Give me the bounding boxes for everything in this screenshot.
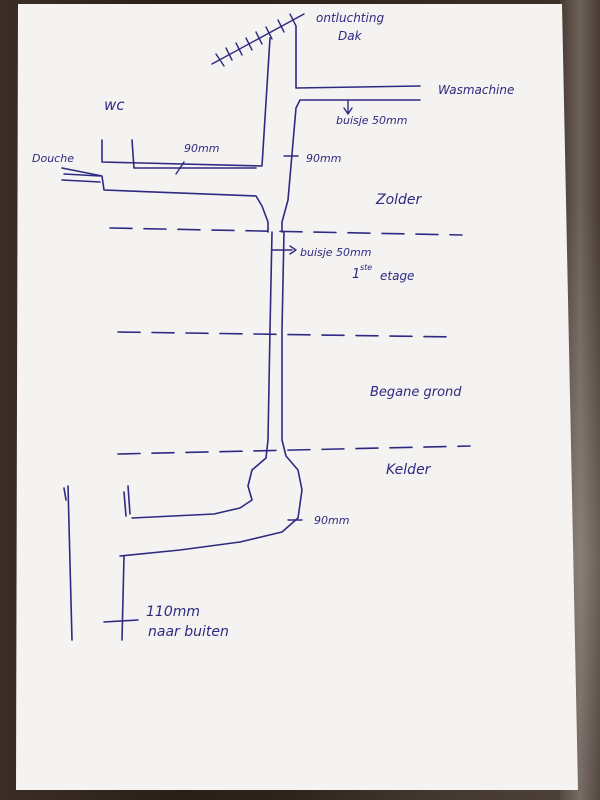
label-wasmachine: Wasmachine <box>438 83 514 97</box>
label-douche: Douche <box>32 152 74 165</box>
label-pipe-90-right: 90mm <box>306 152 341 165</box>
label-etage-sup: ste <box>360 263 372 272</box>
label-etage-prefix: 1 <box>352 267 360 282</box>
divider-etage <box>117 331 457 338</box>
label-ontluchting: ontluchting <box>316 11 384 25</box>
divider-begane-grond <box>117 445 471 455</box>
paper-surface <box>16 4 578 790</box>
label-begane-grond: Begane grond <box>370 385 462 400</box>
label-buisje-top: buisje 50mm <box>336 114 408 127</box>
label-outlet-size: 110mm <box>146 604 200 620</box>
label-wc: wc <box>104 96 125 114</box>
floor-dividers <box>109 227 471 455</box>
size-ticks <box>175 99 353 521</box>
douche-branch <box>61 167 269 233</box>
label-etage-suffix: etage <box>380 269 414 283</box>
label-pipe-90-bottom: 90mm <box>314 514 349 527</box>
roof-hatch <box>211 13 305 67</box>
label-buisje-mid: buisje 50mm <box>300 246 372 259</box>
outlet-pipe <box>121 555 125 641</box>
upper-stack <box>281 99 421 233</box>
labels: ontluchting Dak Wasmachine buisje 50mm w… <box>32 11 514 640</box>
label-dak: Dak <box>338 29 363 43</box>
label-outlet-dest: naar buiten <box>148 624 229 640</box>
main-stack <box>131 231 273 519</box>
wc-branch <box>131 139 257 169</box>
label-zolder: Zolder <box>375 192 423 208</box>
label-kelder: Kelder <box>386 462 432 478</box>
divider-zolder <box>109 227 463 236</box>
label-pipe-90-left: 90mm <box>184 142 219 155</box>
